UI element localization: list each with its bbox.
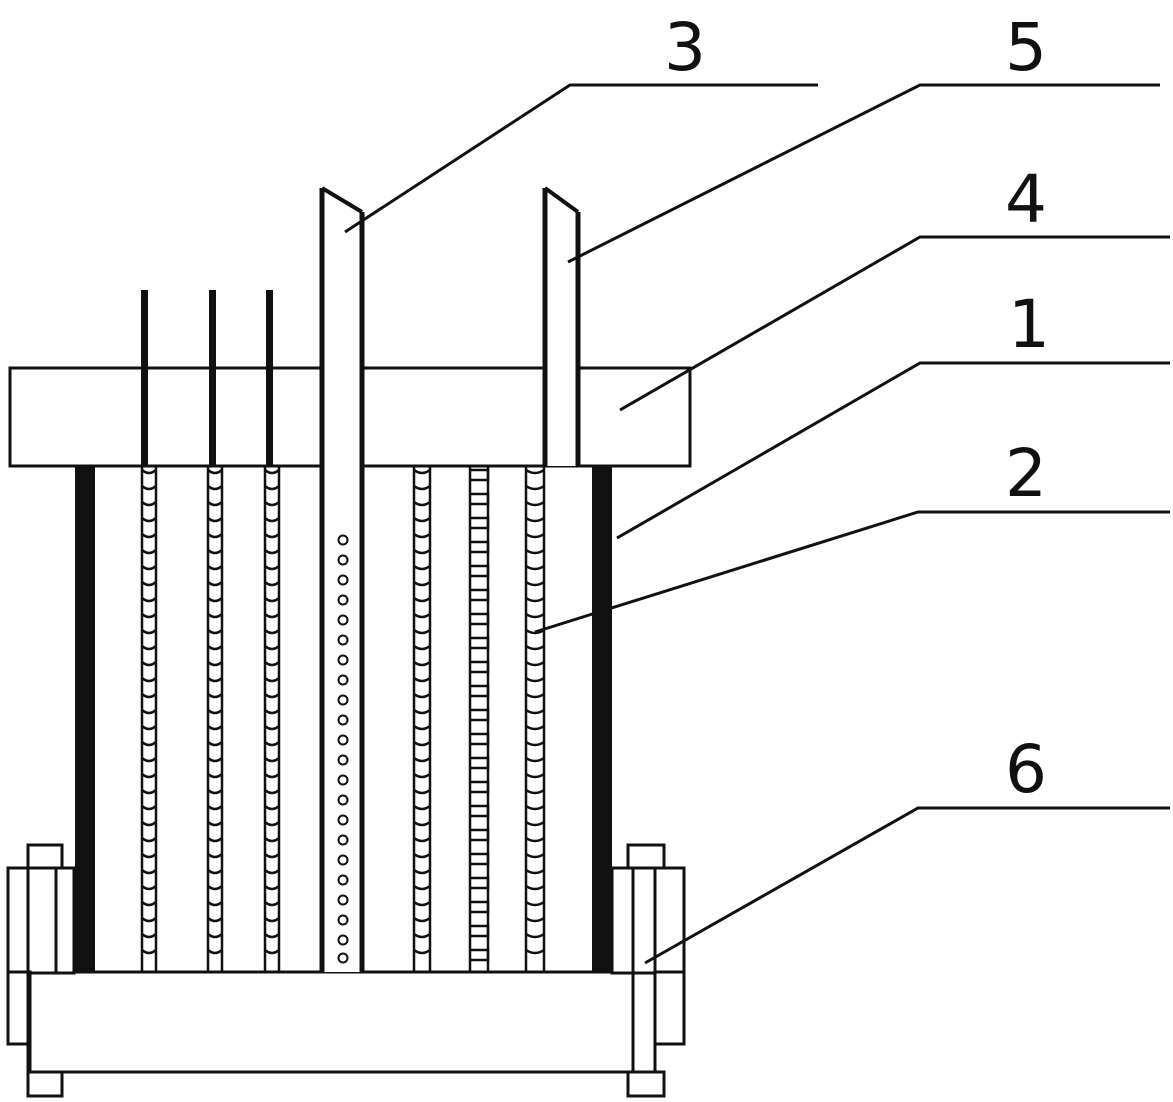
label-4: 4: [1005, 161, 1047, 238]
label-5: 5: [1005, 9, 1047, 86]
label-2: 2: [1005, 435, 1047, 512]
mesh-electrode-3: [263, 466, 281, 972]
outlet-tube: [542, 186, 581, 466]
mesh-electrode-1: [140, 466, 158, 972]
outer-wall-right: [592, 466, 612, 973]
inlet-tube: [319, 186, 365, 972]
right-flange-bolt: [610, 843, 686, 1098]
label-3: 3: [664, 9, 706, 86]
mesh-electrodes: [140, 466, 546, 972]
label-1: 1: [1008, 286, 1050, 363]
inlet-tube-holes: [337, 534, 349, 964]
mesh-electrode-4: [412, 466, 432, 972]
electrode-leads: [141, 290, 273, 466]
mesh-electrode-6: [524, 466, 546, 972]
label-6: 6: [1005, 731, 1047, 808]
outer-wall-left: [75, 466, 95, 973]
mesh-electrode-2: [206, 466, 224, 972]
base-plate: [28, 970, 657, 1074]
leader-lines: [344, 83, 1170, 965]
left-flange-bolt: [6, 843, 76, 1098]
mesh-electrode-5: [468, 466, 490, 972]
